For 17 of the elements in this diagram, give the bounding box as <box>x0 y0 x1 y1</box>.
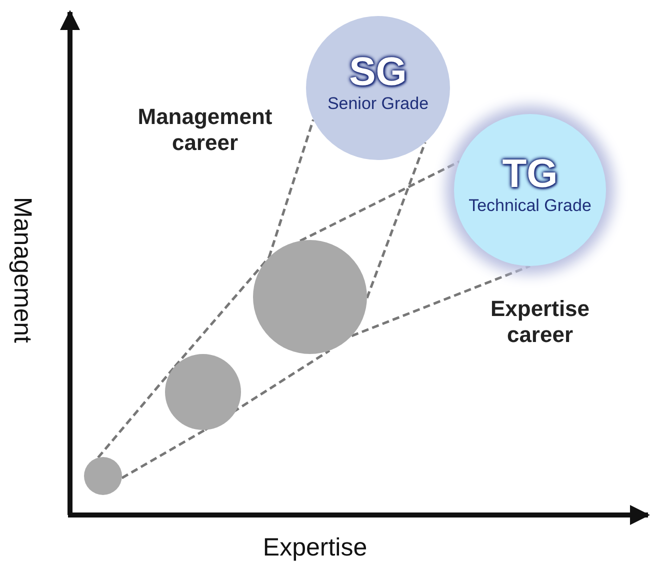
grade-code: TG <box>502 152 558 196</box>
dashed-line <box>97 366 176 458</box>
step-circle <box>84 457 122 495</box>
grade-circle <box>454 114 606 266</box>
axis-title: Management <box>8 197 36 343</box>
dashed-line <box>121 428 206 480</box>
dashed-line <box>268 119 314 258</box>
career-label: Expertise career <box>489 296 591 348</box>
grade-name: Senior Grade <box>327 94 429 114</box>
dashed-line <box>300 160 460 242</box>
grade-code: SG <box>349 50 407 94</box>
career-label: Management career <box>136 104 274 156</box>
dashed-line <box>174 256 270 368</box>
grade-name: Technical Grade <box>468 196 592 216</box>
dashed-line <box>351 264 530 338</box>
dashed-line <box>366 142 426 298</box>
axis-title: Expertise <box>262 534 368 562</box>
